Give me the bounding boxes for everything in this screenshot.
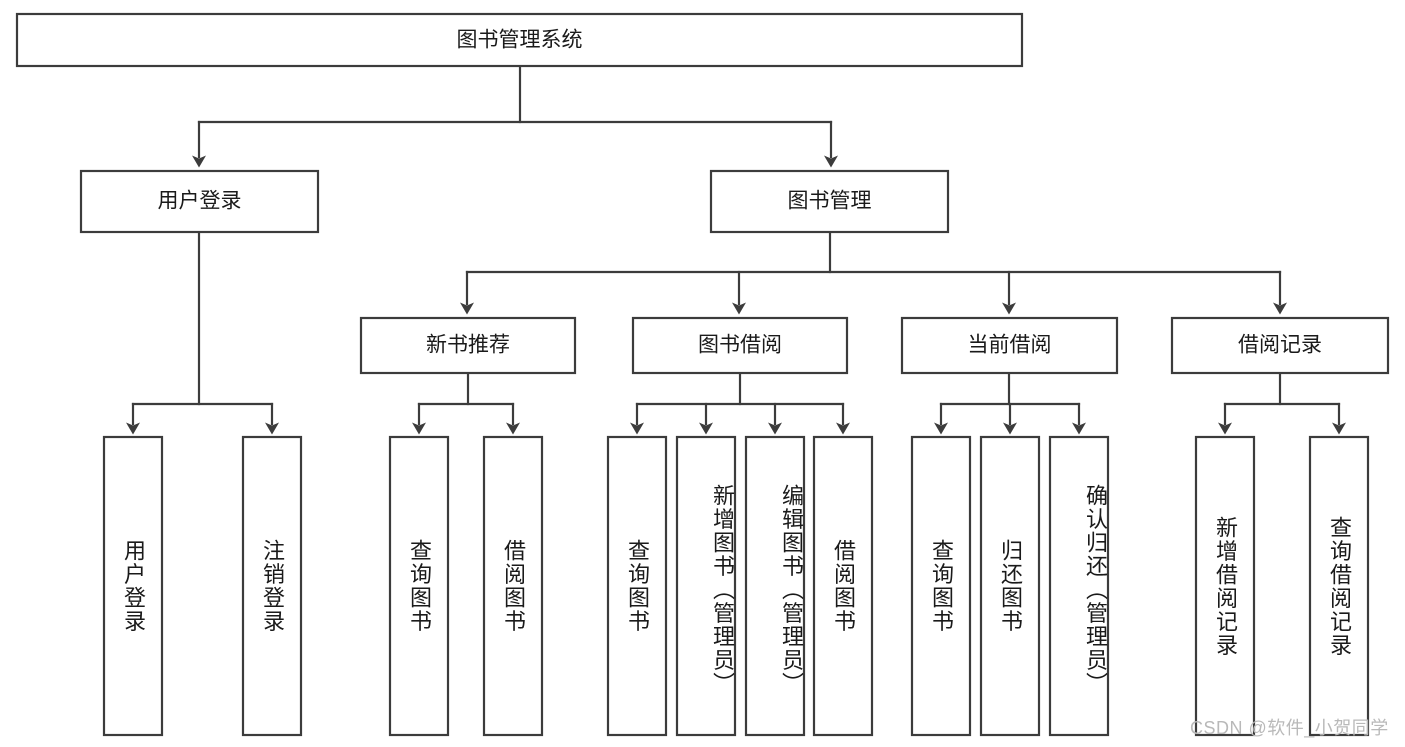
connector-layer [126, 64, 1346, 435]
leaf-box-layer [102, 435, 1370, 737]
leaf-box-add-record[interactable] [1194, 435, 1256, 737]
node-book-management-box[interactable] [709, 169, 950, 234]
node-new-book-recommend[interactable]: 新书推荐 [359, 316, 577, 375]
node-borrow-records[interactable]: 借阅记录 [1170, 316, 1390, 375]
node-current-borrow[interactable]: 当前借阅 [900, 316, 1119, 375]
leaf-box-confirm-return[interactable] [1048, 435, 1110, 737]
leaf-box-query-record[interactable] [1308, 435, 1370, 737]
leaf-box-query-book-1[interactable] [388, 435, 450, 737]
leaf-box-user-logout[interactable] [241, 435, 303, 737]
leaf-box-query-book-2[interactable] [606, 435, 668, 737]
leaf-box-query-book-3[interactable] [910, 435, 972, 737]
node-user-login-label: 用户登录 [158, 190, 242, 213]
node-borrow-records-label: 借阅记录 [1238, 334, 1322, 357]
node-book-borrow[interactable]: 图书借阅 [631, 316, 849, 375]
node-book-management-label: 图书管理 [788, 190, 872, 213]
node-book-management[interactable]: 图书管理 [709, 169, 950, 234]
node-new-book-recommend-label: 新书推荐 [426, 334, 510, 357]
leaf-box-add-book[interactable] [675, 435, 737, 737]
node-root[interactable]: 图书管理系统 [15, 12, 1024, 68]
node-current-borrow-box[interactable] [900, 316, 1119, 375]
node-user-login-box[interactable] [79, 169, 320, 234]
leaf-box-user-login[interactable] [102, 435, 164, 737]
leaf-box-edit-book[interactable] [744, 435, 806, 737]
node-borrow-records-box[interactable] [1170, 316, 1390, 375]
node-new-book-recommend-box[interactable] [359, 316, 577, 375]
node-book-borrow-box[interactable] [631, 316, 849, 375]
node-user-login[interactable]: 用户登录 [79, 169, 320, 234]
leaf-box-return-book[interactable] [979, 435, 1041, 737]
node-book-borrow-label: 图书借阅 [698, 334, 782, 357]
node-root-label: 图书管理系统 [457, 29, 583, 52]
node-current-borrow-label: 当前借阅 [968, 334, 1052, 357]
leaf-box-borrow-book-1[interactable] [482, 435, 544, 737]
csdn-watermark: CSDN @软件_小贺同学 [1190, 718, 1389, 738]
leaf-box-borrow-book-2[interactable] [812, 435, 874, 737]
node-root-box[interactable] [15, 12, 1024, 68]
